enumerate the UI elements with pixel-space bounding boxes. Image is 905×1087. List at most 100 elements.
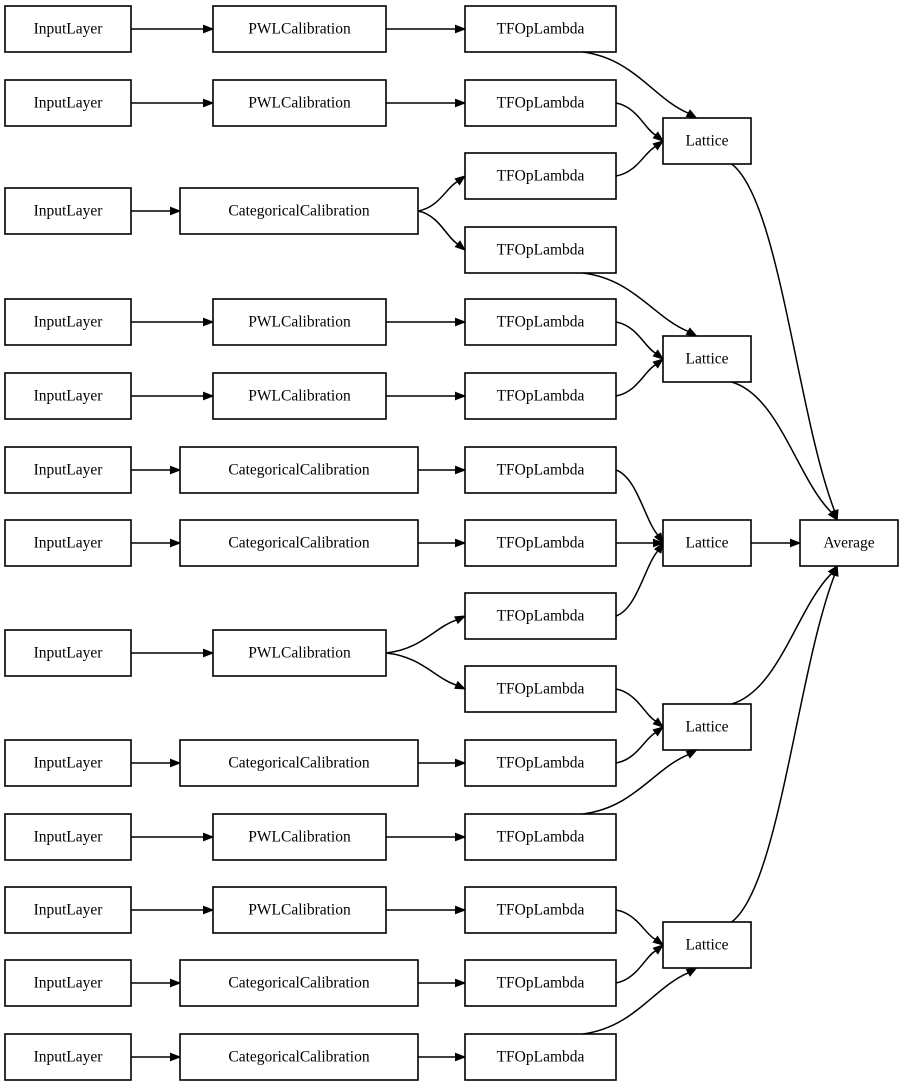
node-box[interactable] bbox=[4, 813, 132, 861]
node-cal2[interactable]: PWLCalibration bbox=[212, 79, 387, 127]
node-box[interactable] bbox=[464, 813, 617, 861]
node-box[interactable] bbox=[464, 1033, 617, 1081]
node-in12[interactable]: InputLayer bbox=[4, 959, 132, 1007]
node-op7[interactable]: TFOpLambda bbox=[464, 446, 617, 494]
node-lat2[interactable]: Lattice bbox=[662, 335, 752, 383]
node-cal6[interactable]: CategoricalCalibration bbox=[179, 446, 419, 494]
node-box[interactable] bbox=[464, 226, 617, 274]
arrow-head-icon bbox=[455, 24, 467, 34]
edge-in5-to-cal5 bbox=[131, 391, 215, 401]
node-op8[interactable]: TFOpLambda bbox=[464, 519, 617, 567]
node-box[interactable] bbox=[4, 959, 132, 1007]
node-box[interactable] bbox=[4, 629, 132, 677]
node-in9[interactable]: InputLayer bbox=[4, 739, 132, 787]
node-box[interactable] bbox=[4, 739, 132, 787]
node-box[interactable] bbox=[464, 79, 617, 127]
node-box[interactable] bbox=[179, 739, 419, 787]
node-box[interactable] bbox=[212, 629, 387, 677]
node-box[interactable] bbox=[212, 886, 387, 934]
node-box[interactable] bbox=[179, 519, 419, 567]
node-in10[interactable]: InputLayer bbox=[4, 813, 132, 861]
node-box[interactable] bbox=[4, 519, 132, 567]
node-box[interactable] bbox=[4, 886, 132, 934]
arrow-head-icon bbox=[203, 832, 215, 842]
node-box[interactable] bbox=[464, 592, 617, 640]
node-in2[interactable]: InputLayer bbox=[4, 79, 132, 127]
node-cal4[interactable]: PWLCalibration bbox=[212, 298, 387, 346]
node-op5[interactable]: TFOpLambda bbox=[464, 298, 617, 346]
node-in4[interactable]: InputLayer bbox=[4, 298, 132, 346]
node-op15[interactable]: TFOpLambda bbox=[464, 1033, 617, 1081]
node-in7[interactable]: InputLayer bbox=[4, 519, 132, 567]
node-box[interactable] bbox=[662, 703, 752, 751]
node-cal13[interactable]: CategoricalCalibration bbox=[179, 1033, 419, 1081]
arrow-head-icon bbox=[170, 758, 182, 768]
node-cal3[interactable]: CategoricalCalibration bbox=[179, 187, 419, 235]
node-cal1[interactable]: PWLCalibration bbox=[212, 5, 387, 53]
node-box[interactable] bbox=[179, 187, 419, 235]
node-box[interactable] bbox=[179, 959, 419, 1007]
node-lat3[interactable]: Lattice bbox=[662, 519, 752, 567]
node-box[interactable] bbox=[464, 446, 617, 494]
edge-line bbox=[582, 753, 689, 815]
node-op3[interactable]: TFOpLambda bbox=[464, 152, 617, 200]
node-op14[interactable]: TFOpLambda bbox=[464, 959, 617, 1007]
node-in8[interactable]: InputLayer bbox=[4, 629, 132, 677]
node-lat5[interactable]: Lattice bbox=[662, 921, 752, 969]
node-box[interactable] bbox=[662, 519, 752, 567]
node-box[interactable] bbox=[212, 298, 387, 346]
node-box[interactable] bbox=[212, 79, 387, 127]
node-op6[interactable]: TFOpLambda bbox=[464, 372, 617, 420]
node-box[interactable] bbox=[4, 187, 132, 235]
node-box[interactable] bbox=[464, 5, 617, 53]
node-cal9[interactable]: CategoricalCalibration bbox=[179, 739, 419, 787]
node-op9[interactable]: TFOpLambda bbox=[464, 592, 617, 640]
node-box[interactable] bbox=[212, 5, 387, 53]
node-box[interactable] bbox=[464, 665, 617, 713]
node-in11[interactable]: InputLayer bbox=[4, 886, 132, 934]
node-cal10[interactable]: PWLCalibration bbox=[212, 813, 387, 861]
node-lat4[interactable]: Lattice bbox=[662, 703, 752, 751]
node-box[interactable] bbox=[799, 519, 899, 567]
node-op2[interactable]: TFOpLambda bbox=[464, 79, 617, 127]
node-avg[interactable]: Average bbox=[799, 519, 899, 567]
node-in13[interactable]: InputLayer bbox=[4, 1033, 132, 1081]
node-op11[interactable]: TFOpLambda bbox=[464, 739, 617, 787]
node-box[interactable] bbox=[179, 1033, 419, 1081]
node-box[interactable] bbox=[212, 813, 387, 861]
node-in6[interactable]: InputLayer bbox=[4, 446, 132, 494]
node-op4[interactable]: TFOpLambda bbox=[464, 226, 617, 274]
node-box[interactable] bbox=[464, 739, 617, 787]
node-op10[interactable]: TFOpLambda bbox=[464, 665, 617, 713]
node-op1[interactable]: TFOpLambda bbox=[464, 5, 617, 53]
node-cal11[interactable]: PWLCalibration bbox=[212, 886, 387, 934]
node-lat1[interactable]: Lattice bbox=[662, 117, 752, 165]
node-box[interactable] bbox=[4, 372, 132, 420]
node-box[interactable] bbox=[4, 5, 132, 53]
node-box[interactable] bbox=[464, 959, 617, 1007]
node-cal5[interactable]: PWLCalibration bbox=[212, 372, 387, 420]
node-box[interactable] bbox=[179, 446, 419, 494]
node-box[interactable] bbox=[212, 372, 387, 420]
node-in3[interactable]: InputLayer bbox=[4, 187, 132, 235]
node-box[interactable] bbox=[464, 519, 617, 567]
node-in5[interactable]: InputLayer bbox=[4, 372, 132, 420]
node-op12[interactable]: TFOpLambda bbox=[464, 813, 617, 861]
node-box[interactable] bbox=[464, 298, 617, 346]
node-box[interactable] bbox=[4, 446, 132, 494]
node-cal7[interactable]: CategoricalCalibration bbox=[179, 519, 419, 567]
node-op13[interactable]: TFOpLambda bbox=[464, 886, 617, 934]
node-box[interactable] bbox=[662, 117, 752, 165]
node-cal8[interactable]: PWLCalibration bbox=[212, 629, 387, 677]
node-box[interactable] bbox=[4, 79, 132, 127]
node-box[interactable] bbox=[464, 372, 617, 420]
node-box[interactable] bbox=[464, 886, 617, 934]
edge-op1-to-lat1 bbox=[582, 51, 698, 119]
node-in1[interactable]: InputLayer bbox=[4, 5, 132, 53]
node-box[interactable] bbox=[4, 298, 132, 346]
node-box[interactable] bbox=[662, 921, 752, 969]
node-box[interactable] bbox=[464, 152, 617, 200]
node-cal12[interactable]: CategoricalCalibration bbox=[179, 959, 419, 1007]
node-box[interactable] bbox=[4, 1033, 132, 1081]
node-box[interactable] bbox=[662, 335, 752, 383]
